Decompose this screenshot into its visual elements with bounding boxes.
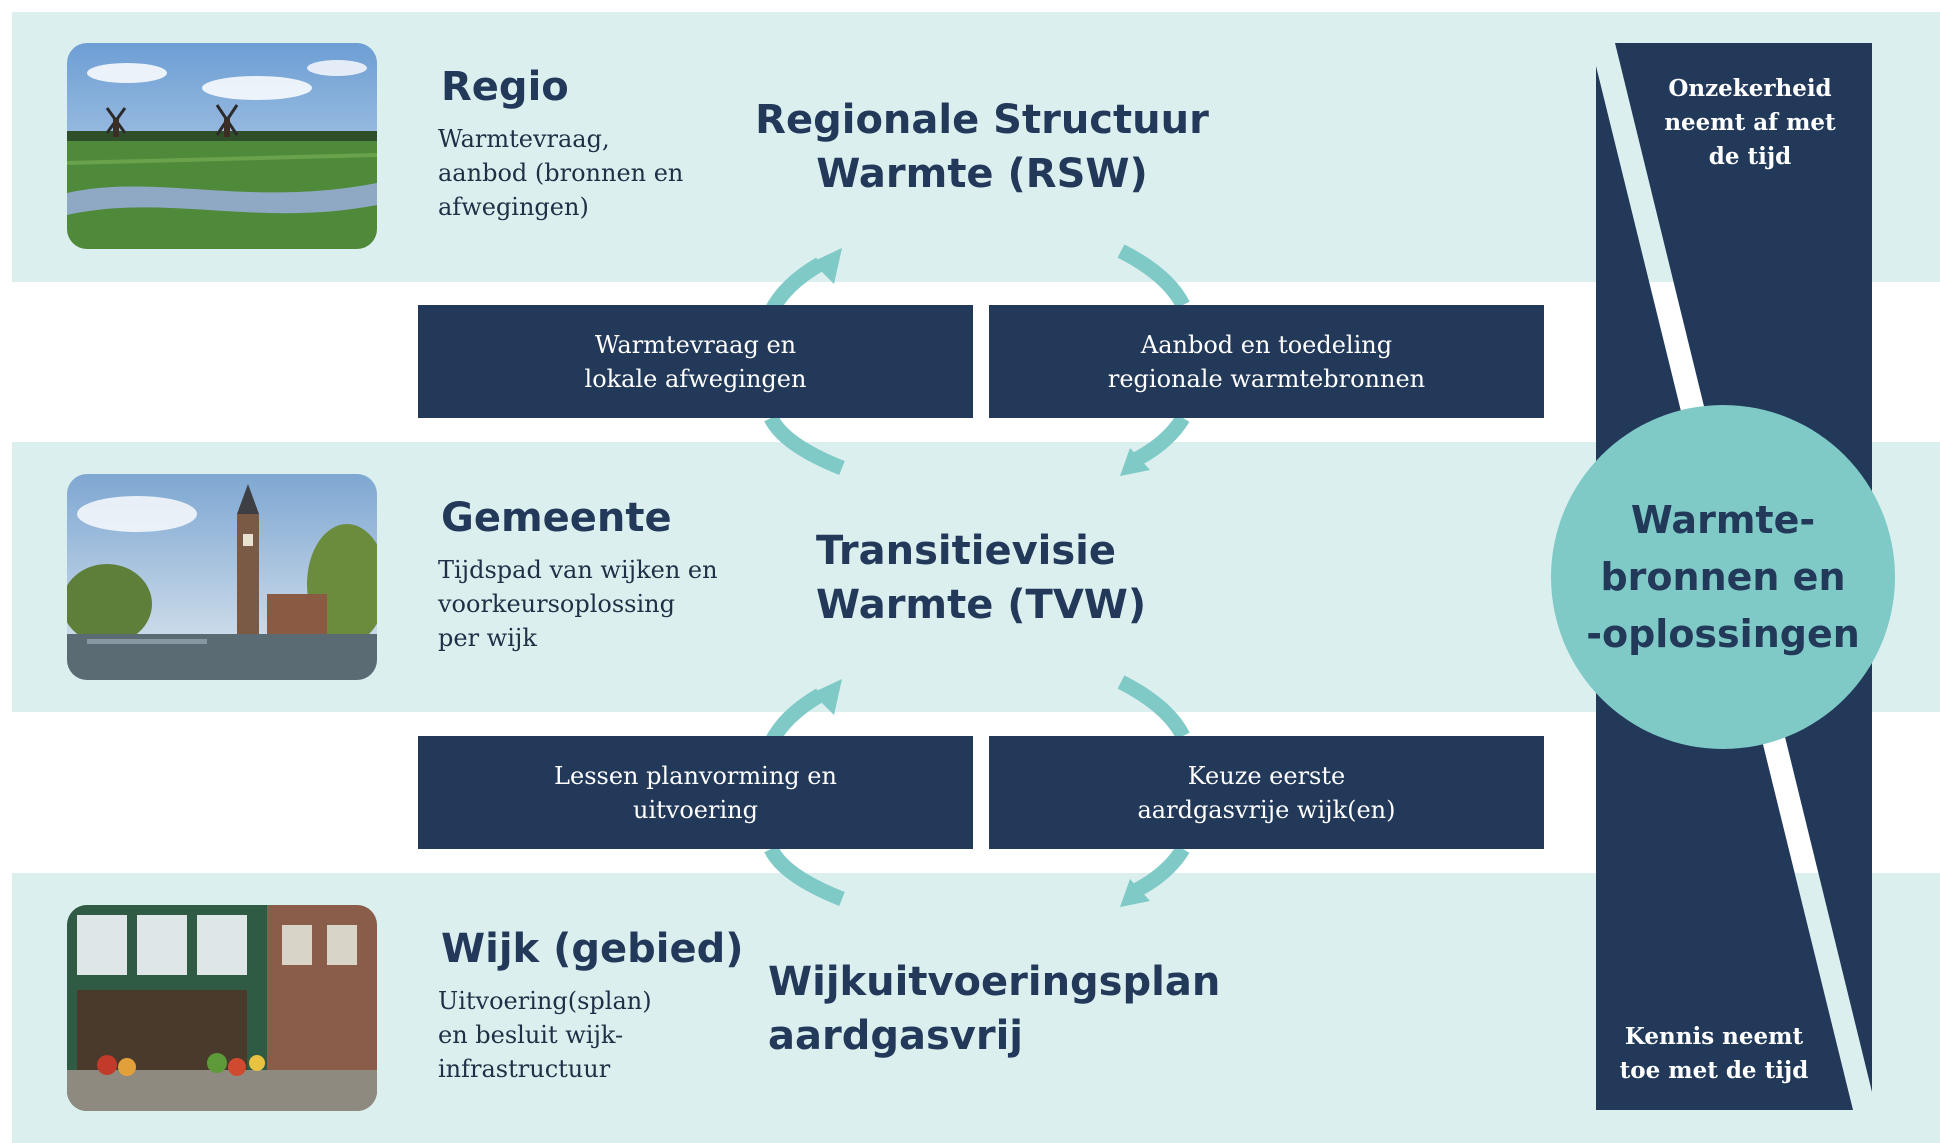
plan-title-wijkuitvoeringsplan: Wijkuitvoeringsplan aardgasvrij — [768, 959, 1221, 1059]
plan-title-tvw: Transitievisie Warmte (TVW) — [816, 528, 1147, 628]
level-title-wijk: Wijk (gebied) — [441, 926, 744, 972]
level-description-gemeente: Tijdspad van wijken en voorkeursoplossin… — [438, 556, 718, 652]
level-title-regio: Regio — [441, 64, 569, 110]
flow-box-aanbod-toedeling: Aanbod en toedeling regionale warmtebron… — [989, 305, 1544, 418]
plan-title-rsw: Regionale Structuur Warmte (RSW) — [755, 97, 1209, 197]
flow-box-lessen-planvorming: Lessen planvorming en uitvoering — [418, 736, 973, 849]
gemeente-canal-image — [67, 474, 377, 680]
flow-box-warmtevraag: Warmtevraag en lokale afwegingen — [418, 305, 973, 418]
warmtebronnen-circle: Warmte- bronnen en -oplossingen — [1551, 405, 1895, 749]
warmtebronnen-circle-label: Warmte- bronnen en -oplossingen — [1586, 497, 1860, 656]
uncertainty-note: Onzekerheid neemt af met de tijd — [1664, 75, 1836, 170]
level-title-gemeente: Gemeente — [441, 495, 672, 541]
flow-box-keuze-wijken: Keuze eerste aardgasvrije wijk(en) — [989, 736, 1544, 849]
level-description-regio: Warmtevraag, aanbod (bronnen en afweging… — [438, 125, 684, 221]
knowledge-note: Kennis neemt toe met de tijd — [1619, 1023, 1809, 1084]
wijk-shopfront-image — [67, 905, 377, 1111]
level-description-wijk: Uitvoering(splan) en besluit wijk- infra… — [438, 987, 652, 1083]
regio-landscape-image — [67, 43, 377, 249]
